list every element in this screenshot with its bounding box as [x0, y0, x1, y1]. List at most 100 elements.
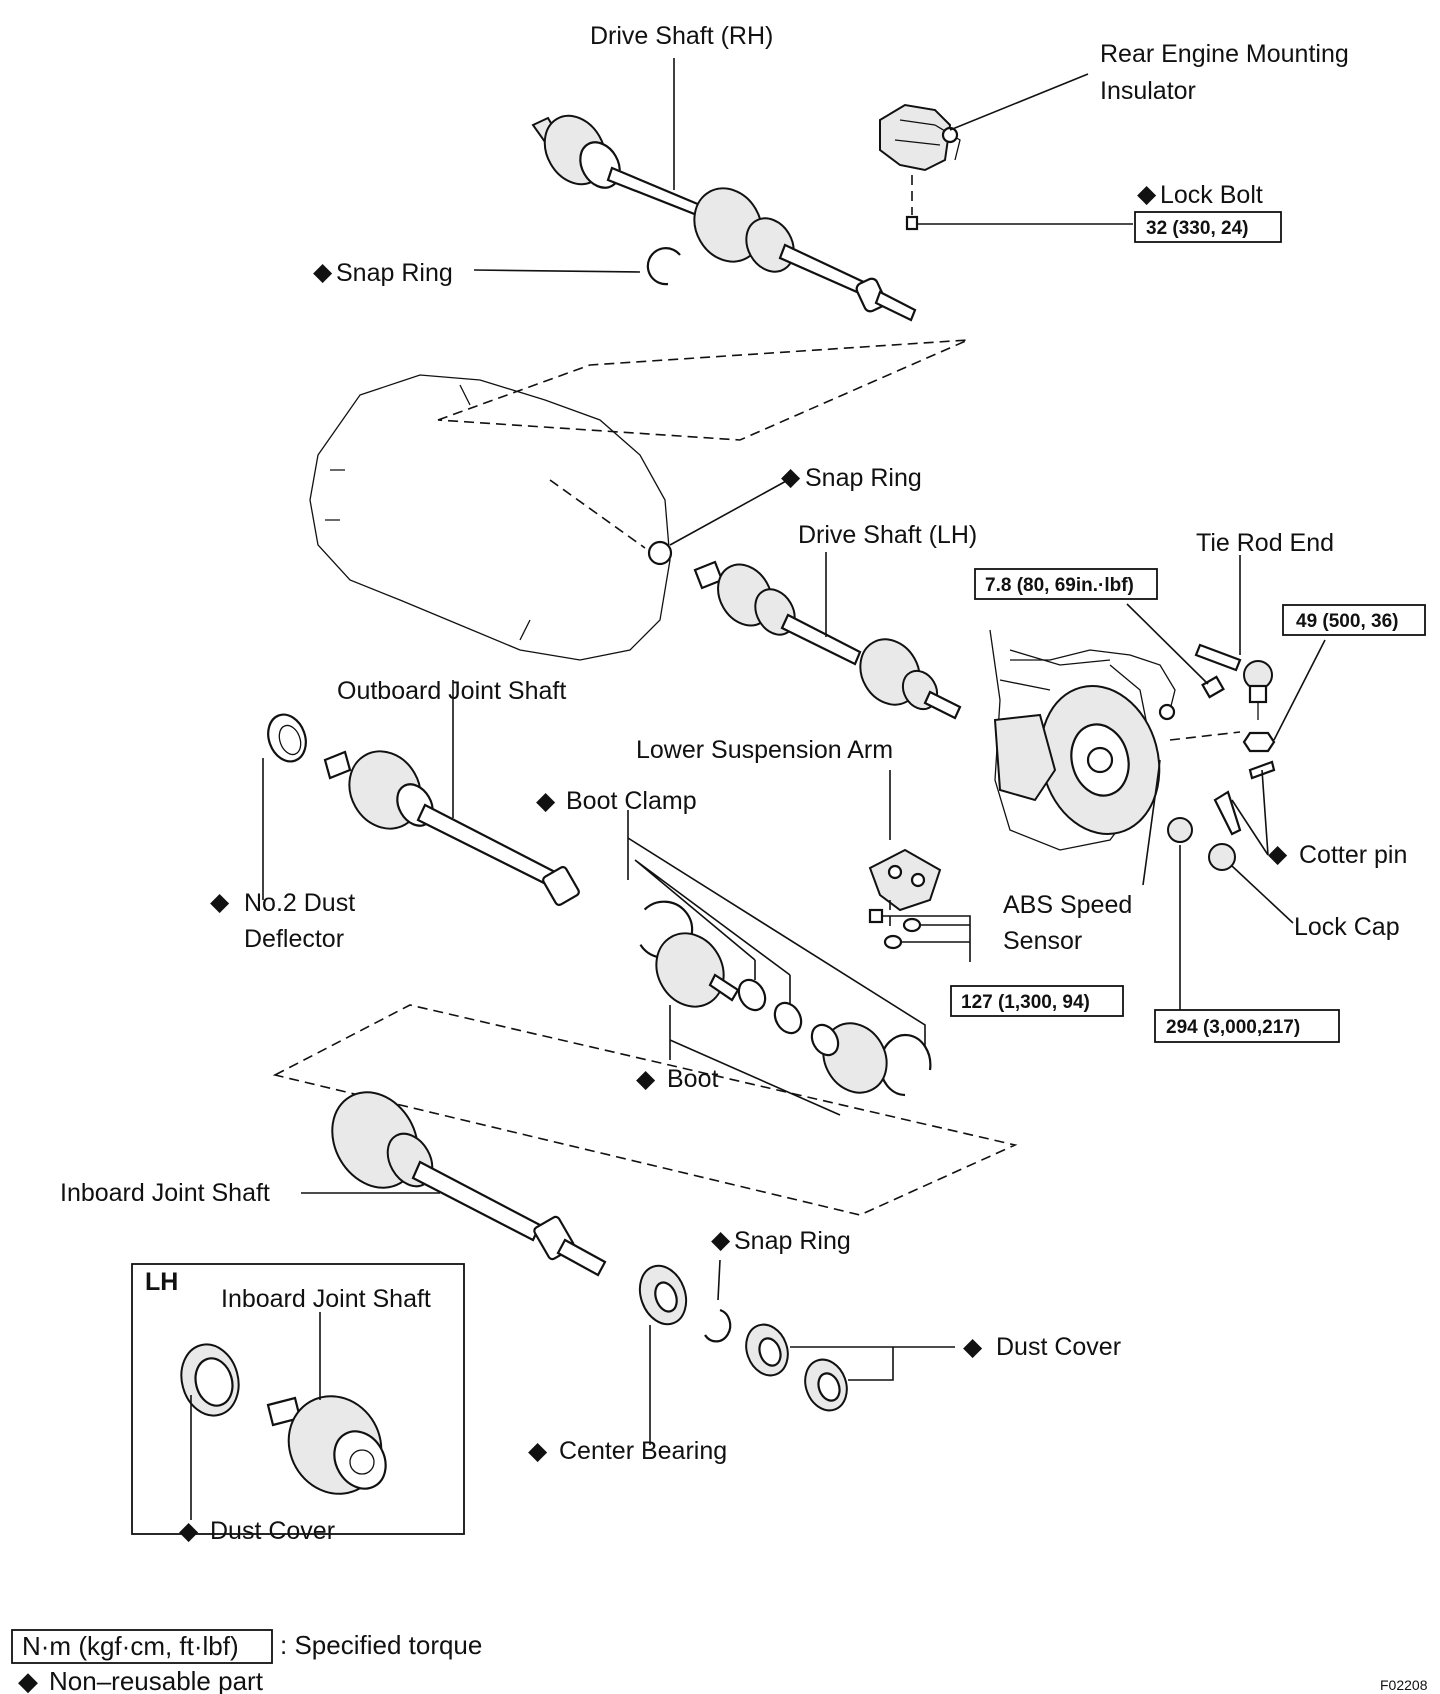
- lh-dust-cover-label: Dust Cover: [210, 1517, 335, 1545]
- rear-engine-mounting-insulator-part: [879, 103, 961, 172]
- inboard-joint-shaft-label: Inboard Joint Shaft: [60, 1179, 270, 1207]
- boot-clamp-label: Boot Clamp: [566, 787, 697, 815]
- lower-arm-bolt: [868, 908, 884, 924]
- cotter-pin-leader: [1231, 769, 1269, 856]
- cotter-pin-label: Cotter pin: [1299, 841, 1407, 869]
- snap-ring-top-symbol: ◆: [313, 258, 333, 286]
- abs-sensor-part: [1158, 703, 1176, 721]
- transaxle-snap-ring-dash: [549, 479, 646, 549]
- lock-bolt-torque-box: [1134, 211, 1282, 243]
- tie-rod-torque-leader: [1273, 639, 1326, 741]
- legend-non-reusable-text: Non–reusable part: [49, 1666, 264, 1694]
- lock-cap-leader: [1231, 865, 1294, 924]
- no2-dust-deflector-symbol: ◆: [210, 888, 230, 916]
- abs-speed-sensor-leader: [1142, 759, 1161, 886]
- axle-nut-part: [1167, 817, 1193, 843]
- lower-arm-nut-1: [902, 917, 922, 933]
- abs-speed-sensor-label-1: ABS Speed: [1003, 891, 1132, 919]
- tie-rod-nut-part: [1242, 731, 1276, 753]
- transaxle-outline: [309, 374, 671, 661]
- tie-rod-torque: 49 (500, 36): [1296, 611, 1398, 632]
- cotter-pin-symbol: ◆: [1268, 840, 1288, 868]
- dust-cover-1-part: [745, 1323, 789, 1377]
- lock-bolt-part: [905, 215, 919, 231]
- snap-ring-bottom-leader: [717, 1259, 721, 1301]
- boot-outboard-part: [655, 932, 740, 1008]
- abs-torque-leader: [1126, 603, 1209, 685]
- snap-ring-bottom-part: [704, 1308, 732, 1343]
- snap-ring-mid-symbol: ◆: [781, 463, 801, 491]
- lower-arm-torque: 127 (1,300, 94): [961, 992, 1090, 1013]
- lower-arm-torque-leader: [882, 915, 971, 962]
- snap-ring-bottom-symbol: ◆: [711, 1226, 731, 1254]
- legend-torque-box: [11, 1629, 273, 1664]
- abs-speed-sensor-label-2: Sensor: [1003, 927, 1082, 955]
- boot-clamp-small-2: [773, 1001, 803, 1035]
- snap-ring-mid-label: Snap Ring: [805, 464, 922, 492]
- drive-shaft-rh-part: [531, 114, 917, 322]
- lh-inset-title: LH: [145, 1268, 178, 1296]
- snap-ring-top-part: [646, 247, 681, 286]
- snap-ring-mid-leader: [669, 479, 789, 546]
- tie-rod-torque-box: [1282, 604, 1426, 636]
- axle-nut-torque: 294 (3,000,217): [1166, 1017, 1300, 1038]
- abs-torque: 7.8 (80, 69in.·lbf): [985, 575, 1134, 596]
- center-bearing-part: [638, 1264, 688, 1326]
- transaxle-dash-box: [437, 339, 969, 441]
- axle-nut-torque-box: [1154, 1009, 1340, 1043]
- boot-clamp-small-1: [737, 978, 767, 1012]
- no2-dust-deflector-label-1: No.2 Dust: [244, 889, 355, 917]
- snap-ring-top-label: Snap Ring: [336, 259, 453, 287]
- lock-cap-label: Lock Cap: [1294, 913, 1400, 941]
- tie-rod-end-label: Tie Rod End: [1196, 529, 1334, 557]
- no2-dust-deflector-part: [267, 713, 307, 763]
- lower-suspension-arm-label: Lower Suspension Arm: [636, 736, 893, 764]
- lh-dust-cover-part: [180, 1343, 240, 1417]
- lock-bolt-torque: 32 (330, 24): [1146, 218, 1248, 239]
- figure-code: F02208: [1380, 1677, 1428, 1693]
- rear-engine-mounting-label-1: Rear Engine Mounting: [1100, 40, 1349, 68]
- inboard-joint-shaft-part: [331, 1091, 607, 1277]
- dust-cover-leader: [790, 1346, 955, 1381]
- legend-torque-text: : Specified torque: [280, 1630, 482, 1660]
- boot-clamp-leader-3: [634, 859, 791, 976]
- legend-non-reusable-symbol: ◆: [18, 1666, 38, 1694]
- center-bearing-label: Center Bearing: [559, 1437, 727, 1465]
- rear-engine-mounting-leader: [949, 73, 1089, 131]
- boot-clamp-large-2: [879, 1033, 932, 1097]
- legend-torque-unit: N·m (kgf·cm, ft·lbf): [22, 1631, 239, 1661]
- rear-engine-mounting-label-2: Insulator: [1100, 77, 1196, 105]
- lower-arm-torque-box: [950, 985, 1124, 1017]
- steering-knuckle-hub-part: [989, 629, 1161, 851]
- dust-cover-2-part: [804, 1358, 848, 1412]
- lock-cap-part: [1208, 843, 1236, 871]
- drive-shaft-lh-label: Drive Shaft (LH): [798, 521, 977, 549]
- boot-inboard-part: [810, 1022, 888, 1094]
- snap-ring-bottom-label: Snap Ring: [734, 1227, 851, 1255]
- abs-sensor-wire: [1010, 649, 1176, 711]
- outboard-joint-shaft-label: Outboard Joint Shaft: [337, 677, 566, 705]
- boot-label: Boot: [667, 1065, 718, 1093]
- snap-ring-mid-part: [647, 540, 673, 566]
- lh-inboard-joint-shaft-label: Inboard Joint Shaft: [221, 1285, 431, 1313]
- lh-dust-cover-symbol: ◆: [179, 1517, 199, 1545]
- boot-clamp-small-leaders: [754, 960, 791, 1004]
- lower-suspension-arm-part: [868, 848, 942, 912]
- dust-cover-symbol: ◆: [963, 1333, 983, 1361]
- drive-shaft-lh-part: [693, 560, 962, 720]
- snap-ring-top-leader: [473, 269, 641, 273]
- lock-bolt-label: Lock Bolt: [1160, 181, 1263, 209]
- drive-shaft-rh-label: Drive Shaft (RH): [590, 22, 773, 50]
- boot-clamp-symbol: ◆: [536, 787, 556, 815]
- tie-rod-dash: [1169, 731, 1241, 741]
- inboard-dash-box: [272, 1004, 1018, 1216]
- tie-rod-end-part: [1194, 643, 1273, 720]
- abs-sensor-bolt: [1201, 675, 1225, 699]
- abs-torque-box: [974, 568, 1158, 600]
- dust-cover-label: Dust Cover: [996, 1333, 1121, 1361]
- cotter-pin-part-1: [1213, 790, 1242, 836]
- lh-inboard-joint-shaft-part: [266, 1395, 387, 1495]
- no2-dust-deflector-label-2: Deflector: [244, 925, 344, 953]
- boot-symbol: ◆: [636, 1065, 656, 1093]
